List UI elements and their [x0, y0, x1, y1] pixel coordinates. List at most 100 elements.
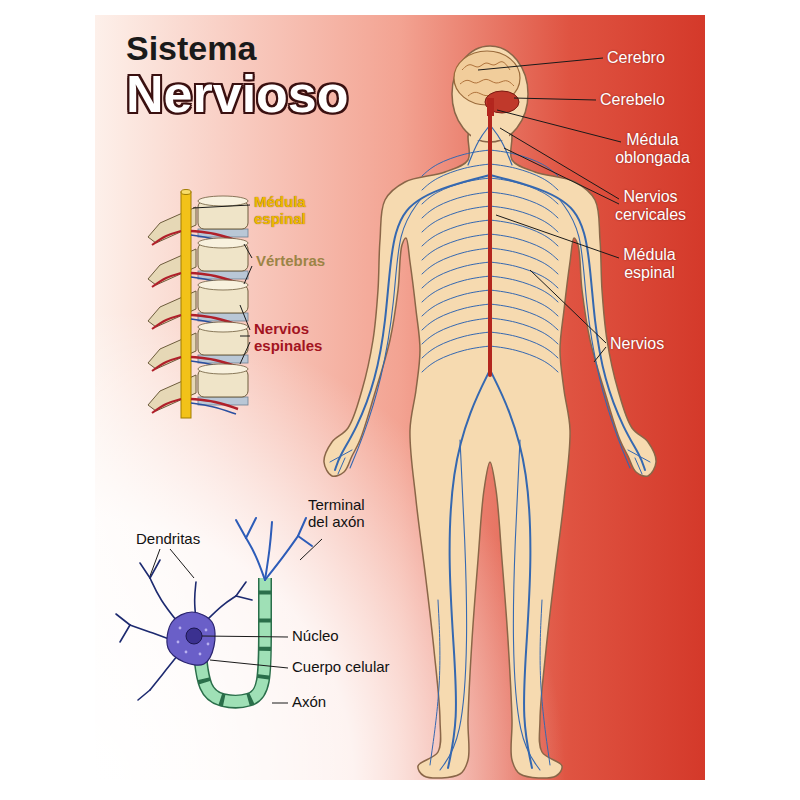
- nerve: [628, 450, 650, 462]
- neuron-label: Cuerpo celular: [292, 659, 390, 676]
- nerve: [422, 332, 490, 358]
- nerve: [490, 332, 558, 358]
- spinal-nerve: [191, 403, 236, 414]
- nerve: [422, 318, 490, 344]
- leader-line: [150, 549, 160, 576]
- vertebra-top: [198, 280, 248, 290]
- leader-line: [514, 98, 596, 100]
- nerve: [422, 248, 490, 274]
- leader-line: [240, 342, 250, 364]
- nerve: [448, 370, 490, 768]
- dendrite: [140, 563, 150, 578]
- part-label: Médula oblongada: [605, 131, 700, 166]
- leader-line: [300, 539, 322, 560]
- dendrite: [130, 625, 172, 640]
- nucleus: [186, 628, 202, 644]
- leader-line: [244, 244, 252, 258]
- leader-line: [504, 148, 619, 204]
- spinal-cord-inset: [181, 192, 191, 418]
- poster-title: Sistema Nervioso: [126, 16, 396, 120]
- inset-label: Nervios espinales: [254, 321, 354, 354]
- brain-fold: [460, 79, 514, 86]
- spinal-nerve: [152, 357, 181, 371]
- nerve: [422, 220, 490, 246]
- nerve: [422, 150, 490, 176]
- nerve: [330, 450, 352, 462]
- vertebra-top: [198, 322, 248, 332]
- dendrite: [236, 596, 252, 600]
- leader-line: [530, 270, 606, 343]
- nerve: [440, 440, 467, 770]
- organelle-dot: [207, 643, 210, 646]
- nerve: [490, 290, 558, 316]
- neuron-label: Axón: [292, 694, 326, 711]
- leader-line: [500, 128, 619, 199]
- nerve: [350, 200, 420, 468]
- nerve: [560, 200, 630, 468]
- leader-line: [594, 347, 606, 362]
- neuron-label: Terminal del axón: [308, 497, 383, 530]
- leader-line: [202, 636, 288, 637]
- nerve: [490, 304, 558, 330]
- nerve: [490, 234, 558, 260]
- nerve: [540, 600, 550, 765]
- neuron-label: Núcleo: [292, 628, 339, 645]
- vertebra-top: [198, 364, 248, 374]
- leader-line: [240, 305, 250, 330]
- nerve: [490, 206, 558, 232]
- nerve: [422, 164, 490, 190]
- dendrite: [120, 625, 130, 642]
- nerve: [490, 346, 558, 372]
- nerve: [490, 192, 558, 218]
- cell-body: [167, 612, 215, 665]
- neuron-label: Dendritas: [136, 531, 200, 548]
- leader-line: [272, 703, 288, 704]
- leader-line: [193, 205, 250, 208]
- organelle-dot: [205, 629, 208, 632]
- axon-terminal: [236, 520, 246, 538]
- nerve: [338, 458, 345, 474]
- leader-line: [210, 660, 288, 668]
- spinal-nerve: [152, 273, 181, 287]
- part-label: Cerebro: [607, 49, 665, 67]
- nerve: [635, 458, 642, 474]
- spinal-cord: [488, 105, 492, 375]
- dendrite: [236, 582, 246, 596]
- vertebra-top: [198, 196, 248, 206]
- inset-label: Vértebras: [256, 253, 325, 270]
- dendrite: [205, 596, 236, 622]
- cord-top: [181, 190, 191, 195]
- spinal-nerve: [152, 231, 181, 245]
- vertebra-top: [198, 238, 248, 248]
- dendrite: [116, 614, 130, 625]
- nerve: [468, 125, 490, 165]
- spinal-nerve: [152, 315, 181, 329]
- organelle-dot: [199, 653, 202, 656]
- leader-lines: [150, 58, 621, 703]
- nerve: [490, 125, 512, 165]
- nerve: [513, 440, 540, 770]
- part-label: Nervios: [610, 335, 664, 353]
- nerve: [422, 192, 490, 218]
- nerve: [490, 370, 532, 768]
- part-label: Cerebelo: [600, 91, 665, 109]
- organelle-dot: [179, 627, 182, 630]
- nerve: [490, 262, 558, 288]
- nerve: [430, 600, 440, 765]
- nerve: [490, 276, 558, 302]
- part-label: Médula espinal: [607, 246, 692, 281]
- nerve: [422, 206, 490, 232]
- organelle-dot: [177, 641, 180, 644]
- nerve: [422, 346, 490, 372]
- inset-label: Médula espinal: [254, 194, 334, 227]
- leader-line: [170, 549, 194, 578]
- leader-line: [240, 336, 250, 337]
- axon-terminal: [246, 538, 265, 580]
- spinal-nerve: [152, 399, 181, 413]
- nerve: [422, 304, 490, 330]
- nerve: [422, 234, 490, 260]
- nerve: [490, 318, 558, 344]
- leader-line: [244, 266, 252, 284]
